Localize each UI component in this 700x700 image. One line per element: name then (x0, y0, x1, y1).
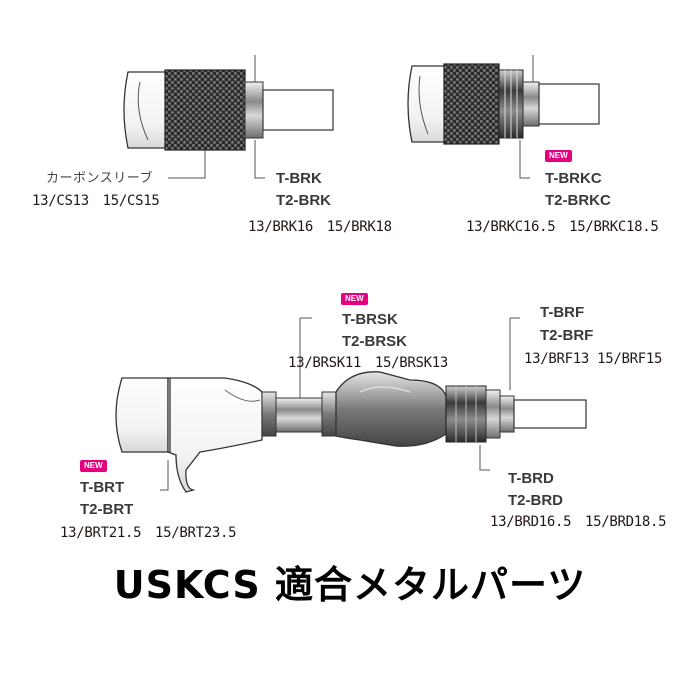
page-title: USKCS 適合メタルパーツ (113, 563, 587, 607)
brd-part-2: T2-BRD (508, 492, 563, 509)
brkc-part-1: T-BRKC (545, 170, 602, 187)
new-badge: NEW (545, 150, 572, 162)
carbon-sleeve-codes: 13/CS13 15/CS15 (32, 193, 160, 209)
brf-codes: 13/BRF13 15/BRF15 (524, 351, 663, 367)
brkc-part-2: T2-BRKC (545, 192, 611, 209)
brt-codes: 13/BRT21.5 15/BRT23.5 (60, 525, 237, 541)
brk-part-2: T2-BRK (276, 192, 331, 209)
brk-part-1: T-BRK (276, 170, 322, 187)
carbon-sleeve-illustration (123, 55, 334, 179)
brd-part-1: T-BRD (508, 470, 554, 487)
reel-seat-illustration (115, 317, 587, 493)
brkc-nut-illustration (407, 55, 600, 179)
brt-part-2: T2-BRT (80, 501, 134, 518)
new-badge: NEW (80, 460, 107, 472)
brf-part-1: T-BRF (540, 304, 585, 321)
brsk-part-2: T2-BRSK (342, 333, 408, 350)
brsk-part-1: T-BRSK (342, 311, 398, 328)
brsk-codes: 13/BRSK11 15/BRSK13 (288, 355, 449, 371)
brkc-codes: 13/BRKC16.5 15/BRKC18.5 (466, 219, 659, 235)
brd-codes: 13/BRD16.5 15/BRD18.5 (490, 514, 667, 530)
carbon-sleeve-label: カーボンスリーブ (46, 171, 153, 186)
brk-codes: 13/BRK16 15/BRK18 (248, 219, 392, 235)
new-badge: NEW (341, 293, 368, 305)
brt-part-1: T-BRT (80, 479, 125, 496)
brf-part-2: T2-BRF (540, 327, 594, 344)
